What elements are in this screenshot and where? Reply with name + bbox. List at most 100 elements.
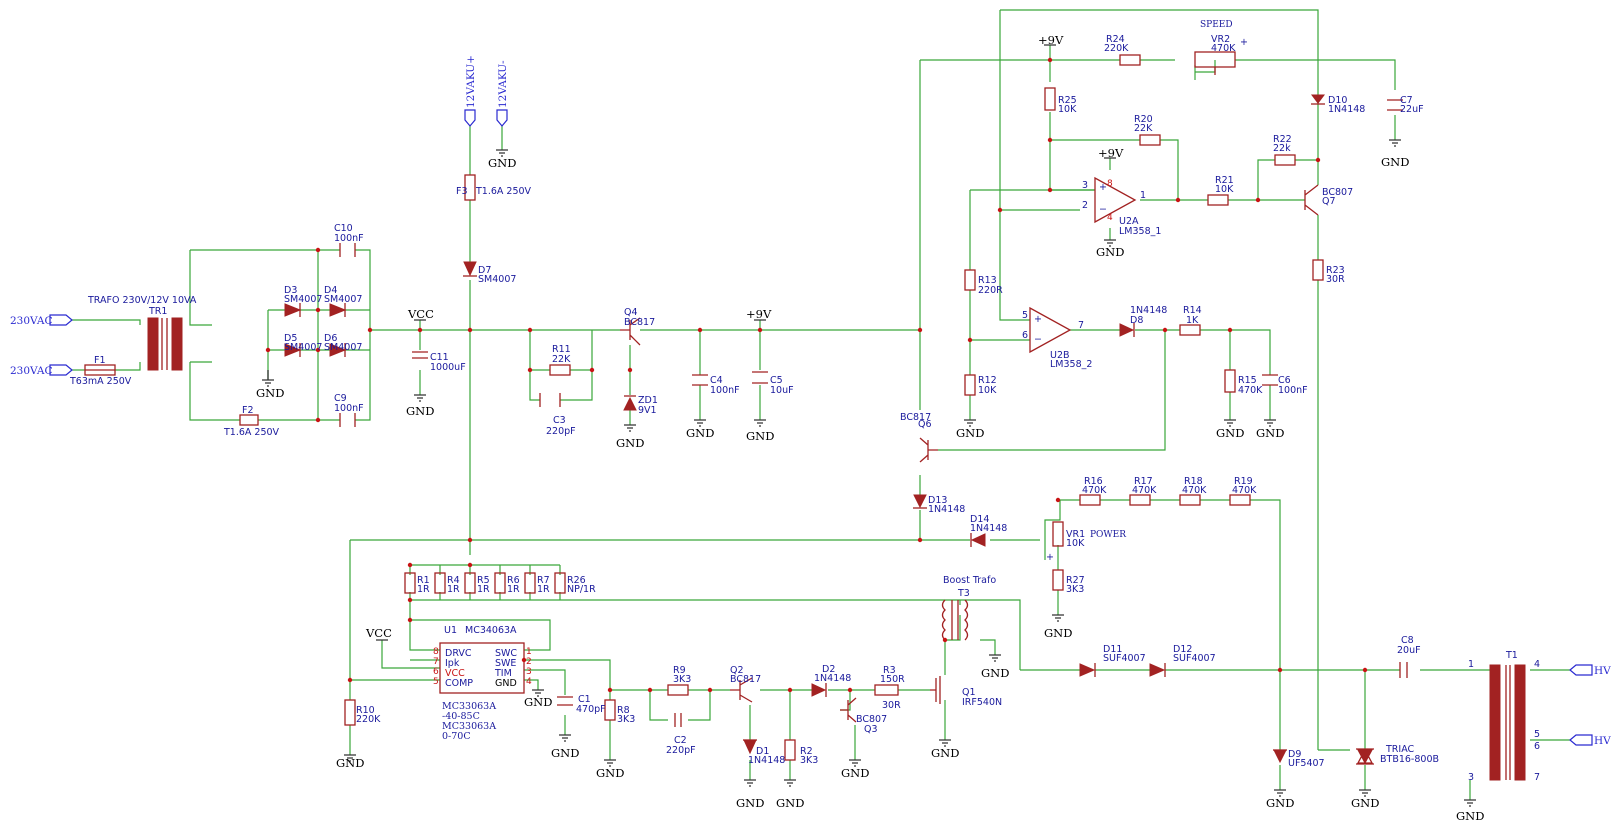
- ref-d5: D5: [284, 333, 297, 344]
- ref-r17: R17: [1134, 476, 1153, 487]
- svg-text:5: 5: [1534, 729, 1540, 740]
- ref-triac: TRIAC: [1385, 744, 1415, 755]
- ref-c11: C11: [430, 352, 449, 363]
- port-ac-in-2: [49, 364, 73, 376]
- label-9v-1: +9V: [746, 307, 772, 321]
- ref-q6: Q6: [918, 419, 932, 430]
- u1-note-2: -40-85C: [442, 711, 480, 722]
- svg-text:4: 4: [526, 677, 532, 687]
- ref-r26: R26: [567, 575, 586, 586]
- label-9v-2: +9V: [1038, 33, 1064, 47]
- port-hv-2: [1569, 734, 1593, 746]
- ref-r2: R2: [800, 746, 813, 757]
- ref-c1: C1: [578, 694, 591, 705]
- ref-d4: D4: [324, 285, 337, 296]
- ref-r13: R13: [978, 275, 997, 286]
- value-vr1: 10K: [1066, 538, 1085, 549]
- svg-text:2: 2: [1082, 200, 1088, 211]
- value-d14: 1N4148: [970, 523, 1007, 534]
- ref-d10: D10: [1328, 95, 1347, 106]
- value-vr2: 470K: [1211, 43, 1236, 54]
- value-c7: 22uF: [1400, 104, 1424, 115]
- value-r27: 3K3: [1066, 584, 1084, 595]
- symbols: [84, 51, 1526, 781]
- gnd-label: GND: [524, 695, 552, 709]
- pin-drvc: DRVC: [445, 648, 472, 659]
- svg-text:+: +: [1099, 182, 1107, 193]
- pin-vcc: VCC: [445, 668, 465, 679]
- gnd-label: GND: [1216, 426, 1244, 440]
- value-r21: 10K: [1215, 184, 1234, 195]
- value-r13: 220R: [978, 285, 1003, 296]
- ref-r18: R18: [1184, 476, 1203, 487]
- value-q1: IRF540N: [962, 697, 1002, 708]
- ports: [49, 109, 1593, 746]
- gnd-labels: GND GND GND GND GND GND GND GND GND GND …: [256, 155, 1484, 823]
- ref-u2b: U2B: [1050, 350, 1070, 361]
- ref-d7: D7: [478, 265, 491, 276]
- value-r6: 1R: [507, 584, 520, 595]
- gnd-label: GND: [841, 766, 869, 780]
- value-r19: 470K: [1232, 485, 1257, 496]
- label-batt-pos: 12VAKU+: [465, 55, 477, 108]
- ref-f1: F1: [94, 355, 106, 366]
- svg-text:1: 1: [1140, 190, 1146, 201]
- value-r26: NP/1R: [567, 584, 596, 595]
- svg-text:6: 6: [433, 667, 439, 677]
- ref-r9: R9: [673, 665, 686, 676]
- gnd-label: GND: [736, 796, 764, 810]
- port-ac-in-1: [49, 314, 73, 326]
- ref-u1: U1: [444, 625, 457, 636]
- value-r2: 3K3: [800, 755, 818, 766]
- ground-symbols: [262, 44, 1476, 807]
- gnd-label: GND: [956, 426, 984, 440]
- value-r10: 220K: [356, 714, 381, 725]
- ref-r6: R6: [507, 575, 520, 586]
- ref-c4: C4: [710, 375, 723, 386]
- ref-zd1: ZD1: [638, 395, 658, 406]
- label-ac-in-1: 230VAC: [10, 315, 53, 327]
- ref-r21: R21: [1215, 175, 1234, 186]
- pin-ipk: Ipk: [445, 658, 460, 669]
- ref-q1: Q1: [962, 687, 976, 698]
- port-hv-1: [1569, 664, 1593, 676]
- label-hv-2: HV: [1594, 735, 1611, 747]
- u1-note-3: MC33063A: [442, 721, 496, 732]
- svg-text:7: 7: [1534, 772, 1540, 783]
- pin-comp: COMP: [445, 678, 473, 689]
- ref-d12: D12: [1173, 644, 1192, 655]
- ref-r3: R3: [883, 665, 896, 676]
- ref-d13: D13: [928, 495, 947, 506]
- ref-r15: R15: [1238, 375, 1257, 386]
- gnd-label: GND: [746, 429, 774, 443]
- value-r18: 470K: [1182, 485, 1207, 496]
- svg-text:3: 3: [1468, 772, 1474, 783]
- ref-r7: R7: [537, 575, 550, 586]
- label-trafo-title: TRAFO 230V/12V 10VA: [87, 295, 197, 306]
- gnd-label: GND: [488, 156, 516, 170]
- value-r3: 150R: [880, 674, 905, 685]
- value-r12: 10K: [978, 385, 997, 396]
- value-f3: T1.6A 250V: [475, 186, 532, 197]
- ref-d6: D6: [324, 333, 337, 344]
- ref-d1: D1: [756, 746, 769, 757]
- value-r9: 3K3: [673, 674, 691, 685]
- ref-c10: C10: [334, 223, 353, 234]
- svg-text:7: 7: [1078, 320, 1084, 331]
- svg-text:6: 6: [1022, 330, 1028, 341]
- value-u1: MC34063A: [465, 625, 517, 636]
- gnd-label: GND: [336, 756, 364, 770]
- wires: [72, 9, 1570, 800]
- label-batt-neg: 12VAKU-: [497, 60, 509, 108]
- value-d12: SUF4007: [1173, 653, 1216, 664]
- value-c1: 470pF: [576, 704, 606, 715]
- ref-q7: Q7: [1322, 196, 1336, 207]
- ref-d2: D2: [822, 664, 835, 675]
- ref-r8: R8: [617, 705, 630, 716]
- u1-pins: DRVC Ipk VCC COMP SWC SWE TIM GND 87 65 …: [433, 647, 532, 689]
- ref-d8: D8: [1130, 315, 1143, 326]
- svg-text:+: +: [1046, 552, 1054, 563]
- value-c3: 220pF: [546, 426, 576, 437]
- ref-r23: R23: [1326, 265, 1345, 276]
- value-r20: 22K: [1134, 123, 1153, 134]
